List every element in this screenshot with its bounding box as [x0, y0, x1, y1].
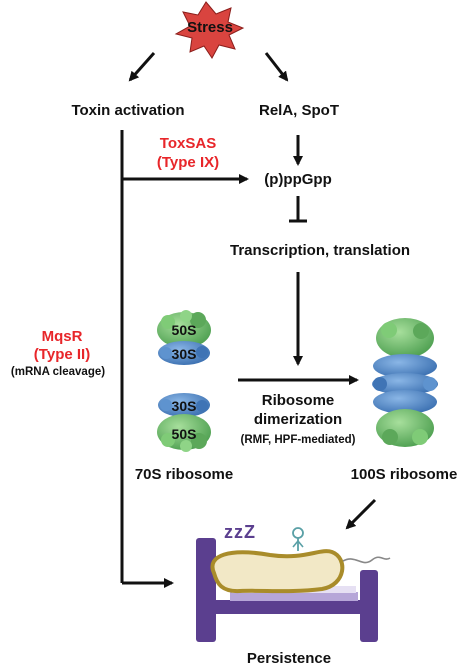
rela-spot-label: RelA, SpoT [258, 102, 340, 119]
mqsr-label: MqsR [41, 328, 83, 345]
stress-label: Stress [187, 19, 233, 36]
ppgpp-label: (p)ppGpp [264, 171, 332, 188]
transcription-translation-label: Transcription, translation [229, 242, 411, 259]
dimerization-line2-label: dimerization [253, 411, 343, 428]
ribosome-100s-icon [372, 318, 438, 447]
arrow-stress-to-toxin [128, 52, 156, 82]
bacterium-cell-icon [210, 527, 391, 594]
mqsr-note-label: (mRNA cleavage) [10, 366, 106, 378]
ribosome-30s-bottom-label: 30S [171, 398, 197, 414]
sleep-zzz-icon: zzZ [224, 522, 256, 542]
ribosome-30s-top-label: 30S [171, 346, 197, 362]
arrow-stress-to-rela [264, 52, 289, 82]
toxin-activation-label: Toxin activation [71, 102, 185, 119]
arrow-100s-to-persistence [345, 498, 377, 530]
toxsas-label: ToxSAS [159, 135, 217, 152]
ribosome-70s-label: 70S ribosome [134, 466, 234, 483]
dimerization-line1-label: Ribosome [261, 392, 335, 409]
ribosome-70s-bottom-icon [157, 393, 211, 452]
ribosome-50s-bottom-label: 50S [171, 426, 197, 442]
ribosome-70s-top-icon [157, 310, 211, 365]
mqsr-type-label: (Type II) [33, 346, 91, 363]
persistence-label: Persistence [246, 650, 332, 667]
ribosome-50s-top-label: 50S [171, 322, 197, 338]
toxsas-type-label: (Type IX) [156, 154, 220, 171]
ribosome-100s-label: 100S ribosome [350, 466, 458, 483]
dimerization-note-label: (RMF, HPF-mediated) [240, 434, 356, 446]
stress-star-icon [174, 1, 245, 59]
